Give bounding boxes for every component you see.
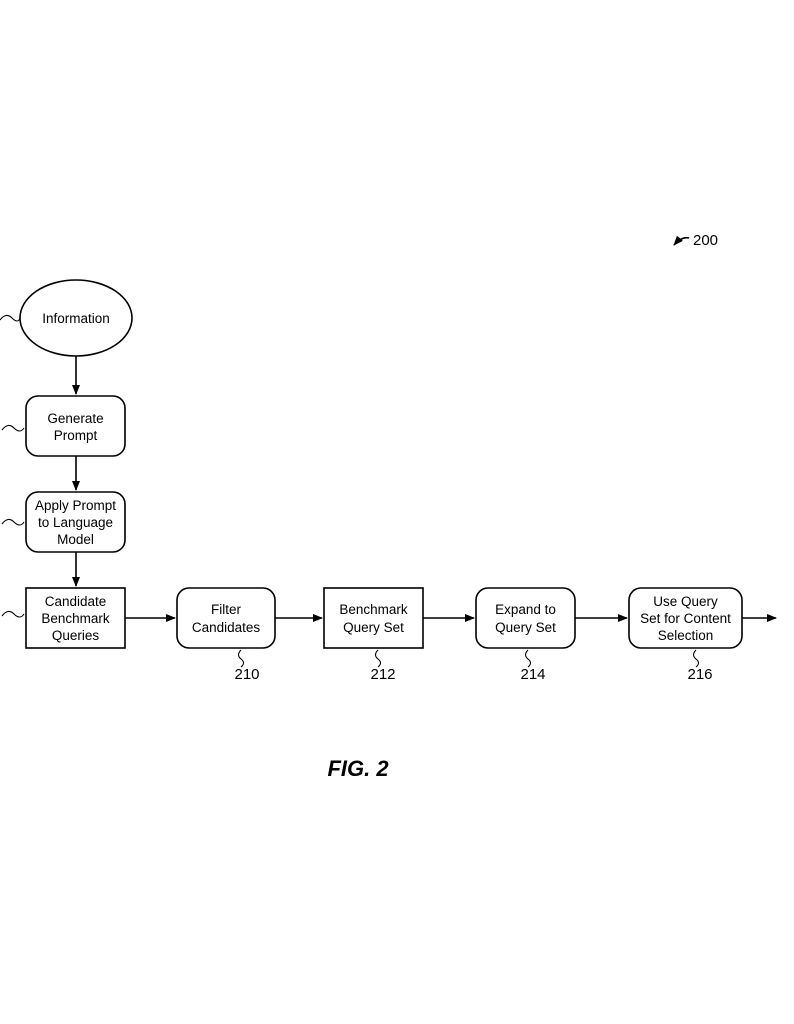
node-information: Information [0,279,133,357]
filter-candidates-label-line1: Filter [211,602,242,617]
candidate-queries-label-line1: Candidate [45,594,107,609]
apply-prompt-label-line3: Model [57,532,94,547]
expand-query-set-ref-number: 214 [520,666,545,683]
apply-prompt-label-line2: to Language [38,515,113,530]
node-use-query-set: Use Query Set for Content Selection 216 [628,587,743,683]
use-query-set-ref-number: 216 [687,666,712,683]
generate-prompt-box [25,395,126,457]
expand-query-set-label-line2: Query Set [495,620,556,635]
filter-candidates-ref-number: 210 [234,666,259,683]
benchmark-query-set-ref-number: 212 [370,666,395,683]
generate-prompt-label-line2: Prompt [54,428,98,443]
figure-ref-number: 200 [693,232,718,249]
figure-ref-arrow [673,235,690,246]
figure-ref-200: 200 [673,232,718,249]
information-label: Information [42,311,110,326]
benchmark-query-set-ref-squiggle [374,649,382,668]
candidate-queries-label-line2: Benchmark [41,611,110,626]
use-query-set-label-line3: Selection [658,628,714,643]
filter-candidates-label-line2: Candidates [192,620,261,635]
node-expand-query-set: Expand to Query Set 214 [475,587,576,683]
benchmark-query-set-label-line1: Benchmark [339,602,408,617]
use-query-set-label-line1: Use Query [653,594,718,609]
filter-candidates-box [176,587,276,649]
node-generate-prompt: Generate Prompt [1,395,126,457]
expand-query-set-ref-squiggle [524,649,532,668]
generate-prompt-ref-squiggle [1,424,25,432]
candidate-queries-ref-squiggle [1,610,25,618]
node-filter-candidates: Filter Candidates 210 [176,587,276,683]
information-ref-squiggle [0,314,21,322]
node-candidate-queries: Candidate Benchmark Queries [1,587,126,649]
figure-caption: FIG. 2 [327,756,389,781]
benchmark-query-set-label-line2: Query Set [343,620,404,635]
node-apply-prompt: Apply Prompt to Language Model [1,491,126,553]
filter-candidates-ref-squiggle [237,649,245,668]
node-benchmark-query-set: Benchmark Query Set 212 [323,587,424,683]
apply-prompt-label-line1: Apply Prompt [35,498,116,513]
expand-query-set-box [475,587,576,649]
use-query-set-label-line2: Set for Content [640,611,731,626]
use-query-set-ref-squiggle [692,649,700,668]
candidate-queries-label-line3: Queries [52,628,100,643]
apply-prompt-ref-squiggle [1,518,25,526]
generate-prompt-label-line1: Generate [47,411,103,426]
expand-query-set-label-line1: Expand to [495,602,556,617]
benchmark-query-set-box [323,587,424,649]
